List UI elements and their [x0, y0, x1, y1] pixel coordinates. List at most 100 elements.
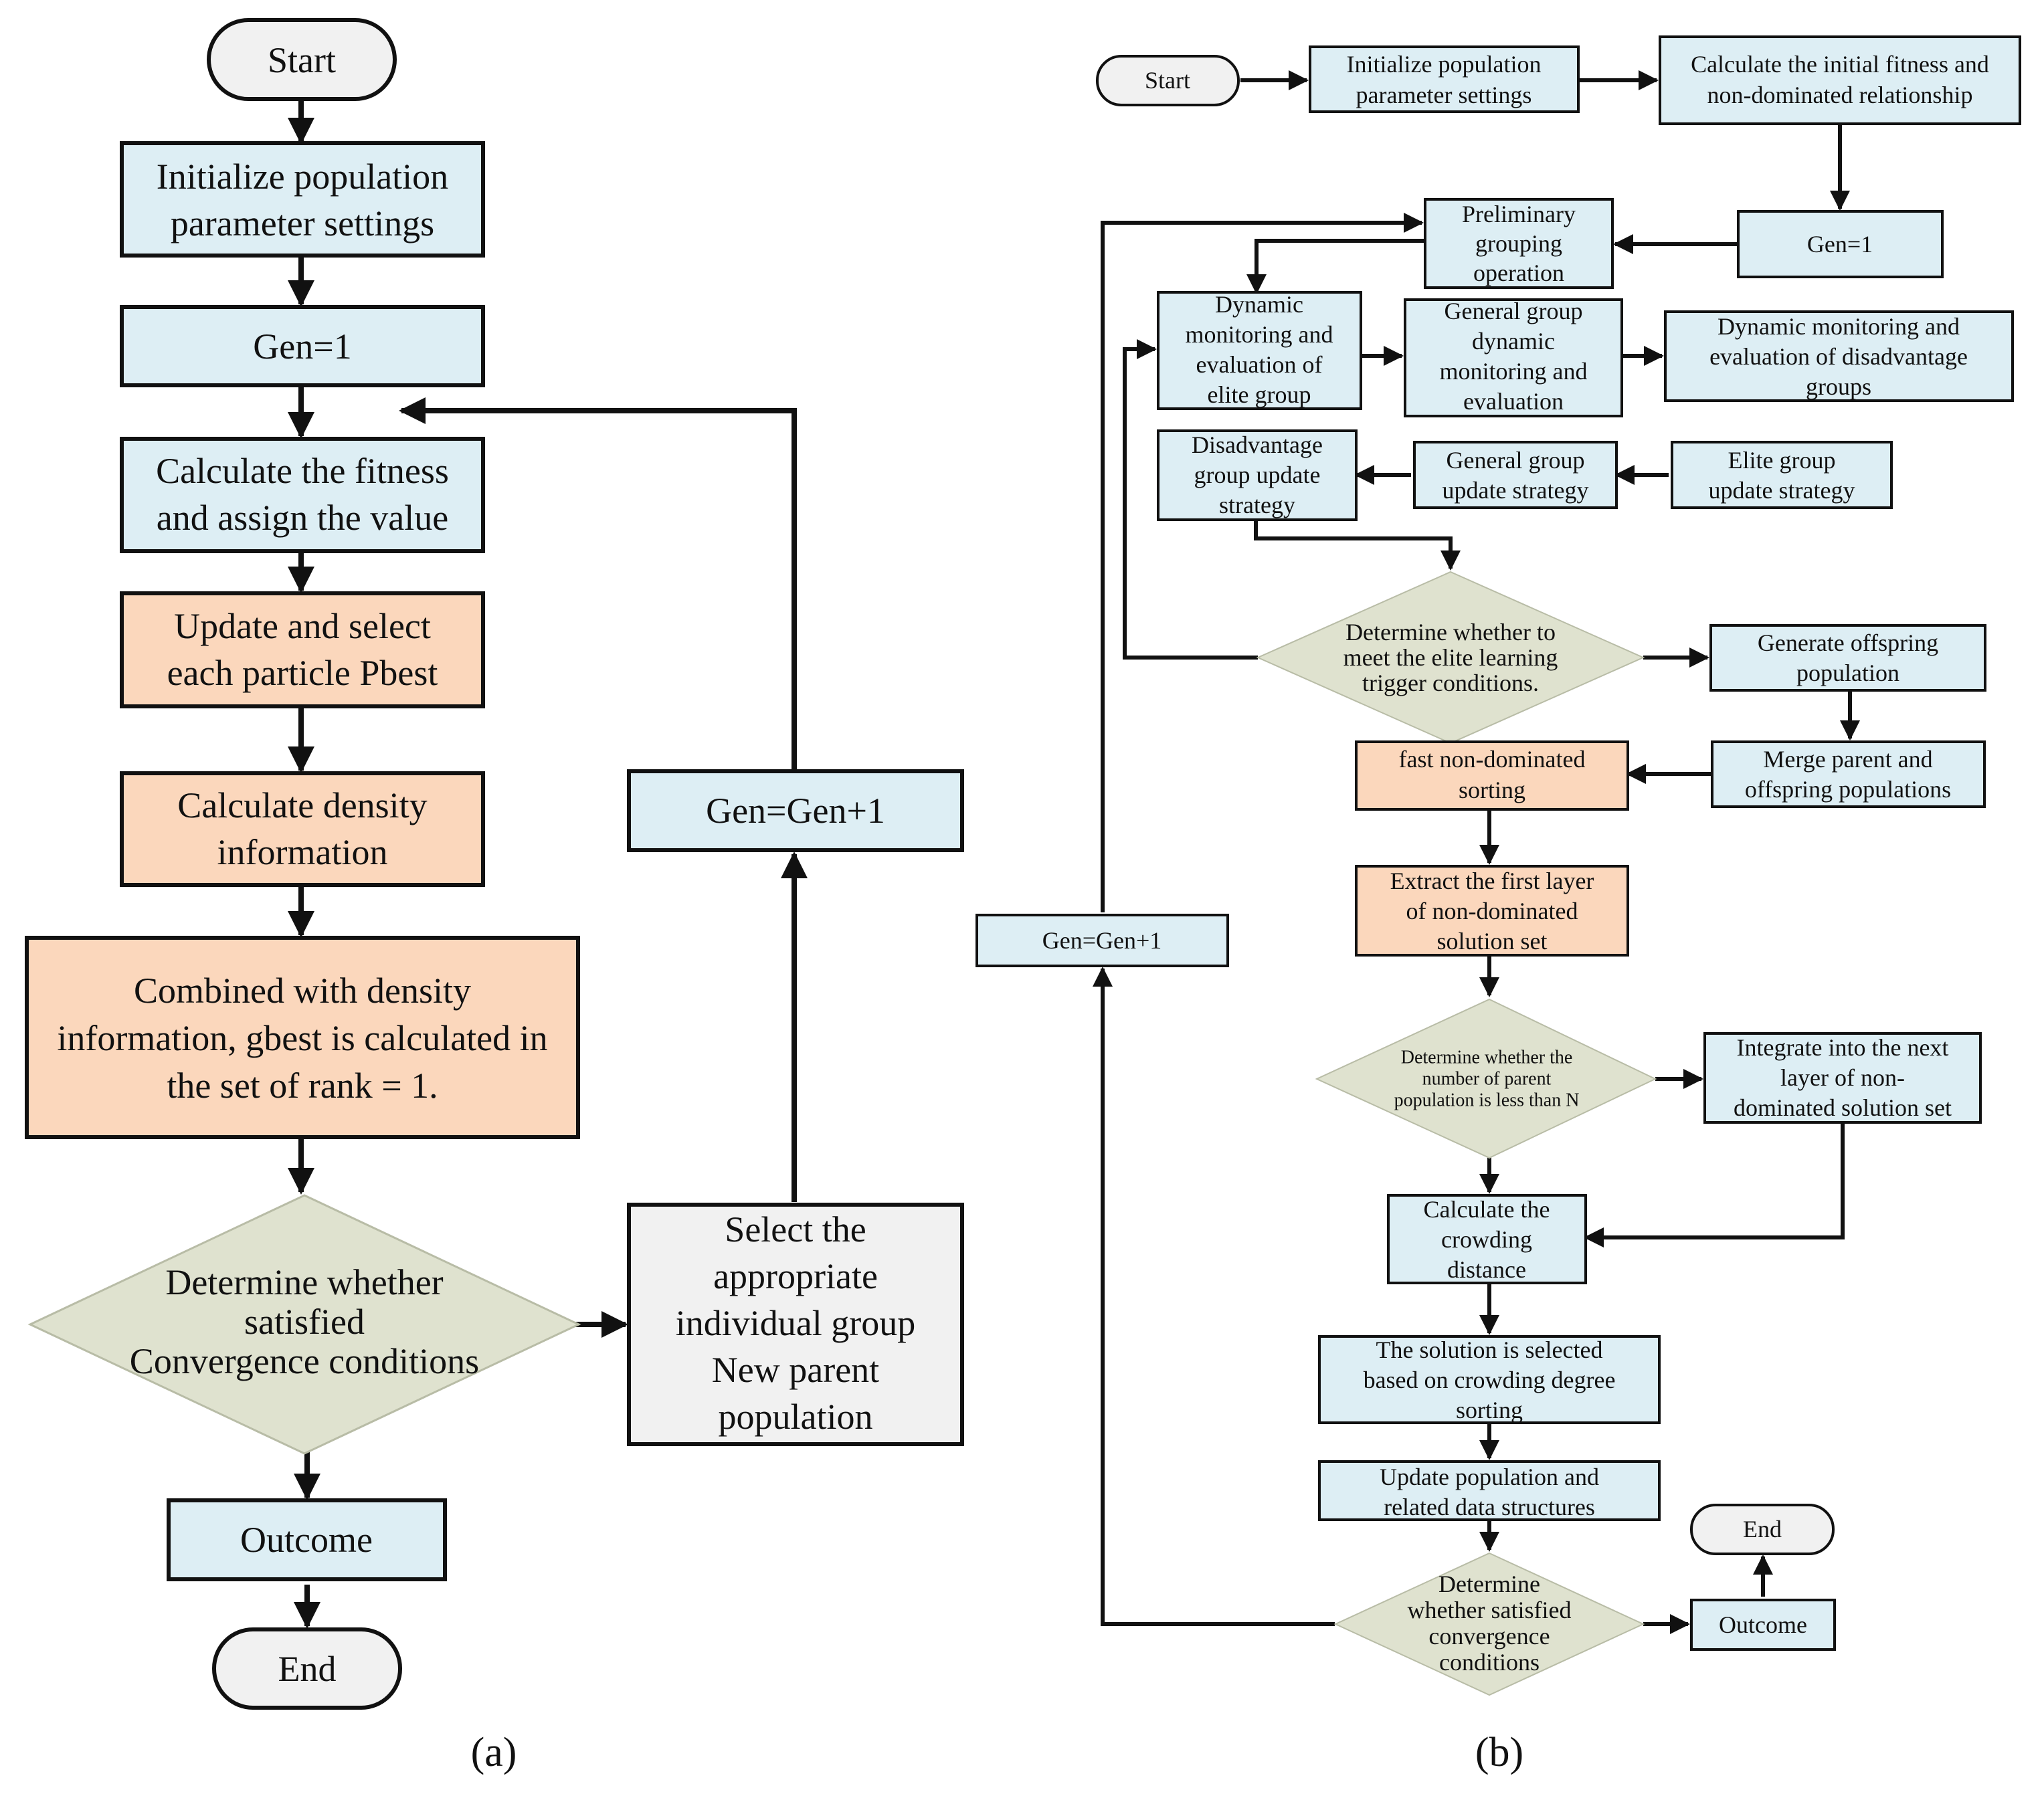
b-elite-monitor-label-4: elite group [1208, 381, 1311, 408]
b-elite-monitor-label-1: Dynamic [1215, 291, 1303, 318]
b-general-update-box [1413, 441, 1618, 509]
a-select-label-3: individual group [676, 1303, 915, 1343]
b-general-monitor-label-2: dynamic [1472, 328, 1555, 355]
a-select-label-2: appropriate [713, 1256, 878, 1296]
b-disadv-update-label-2: group update [1194, 462, 1321, 488]
b-offspring-label-1: Generate offspring [1758, 629, 1938, 656]
b-merge-label-2: offspring populations [1745, 776, 1951, 803]
b-crowding-label-1: Calculate the [1424, 1196, 1550, 1223]
panel-a: Start Initialize population parameter se… [25, 18, 964, 1775]
b-start-terminal [1096, 55, 1240, 106]
b-elite-update-box [1671, 441, 1893, 509]
b-update-label-1: Update population and [1380, 1464, 1599, 1490]
b-general-update-label-1: General group [1447, 447, 1585, 474]
b-fast-sort-label-1: fast non-dominated [1399, 746, 1586, 773]
a-select-label-5: population [719, 1397, 873, 1437]
b-parent-size-decision [1315, 998, 1657, 1159]
a-density-label-1: Calculate density [177, 785, 427, 825]
b-disadv-update-box [1157, 429, 1358, 521]
a-pbest-label-2: each particle Pbest [167, 653, 438, 693]
a-gen-increment-label: Gen=Gen+1 [706, 791, 885, 831]
b-init-fitness-label-2: non-dominated relationship [1707, 82, 1973, 108]
b-gen1-label: Gen=1 [1807, 231, 1873, 258]
b-init-label-1: Initialize population [1347, 51, 1542, 78]
a-decision-label-1: Determine whether [165, 1262, 443, 1302]
a-init-label-2: parameter settings [171, 203, 434, 243]
panel-a-connectors [288, 100, 808, 1629]
a-gbest-label-1: Combined with density [134, 971, 471, 1011]
b-fast-sort-label-2: sorting [1459, 777, 1525, 803]
b-fast-sort-box [1355, 740, 1629, 811]
b-merge-label-1: Merge parent and [1763, 746, 1932, 773]
a-gbest-label-2: information, gbest is calculated in [57, 1018, 547, 1058]
a-caption: (a) [471, 1730, 517, 1775]
b-crowding-box [1387, 1194, 1587, 1284]
a-fitness-box [120, 437, 485, 553]
b-selected-label-1: The solution is selected [1376, 1336, 1603, 1363]
b-end-label: End [1743, 1516, 1782, 1542]
a-start-label: Start [268, 40, 336, 80]
a-decision-label-3: Convergence conditions [130, 1341, 479, 1381]
b-init-label-2: parameter settings [1356, 82, 1532, 108]
a-init-label-1: Initialize population [157, 157, 448, 197]
a-outcome-label: Outcome [240, 1520, 373, 1560]
b-general-monitor-box [1404, 298, 1623, 417]
a-gen1-label: Gen=1 [253, 326, 351, 367]
b-extract-label-2: of non-dominated [1406, 898, 1578, 924]
b-start-label: Start [1145, 67, 1190, 94]
b-elite-decision-label-3: trigger conditions. [1362, 670, 1539, 696]
b-integrate-label-3: dominated solution set [1734, 1094, 1952, 1121]
b-disadv-update-label-1: Disadvantage [1192, 431, 1323, 458]
a-outcome-box [167, 1498, 447, 1581]
b-outcome-box [1690, 1599, 1836, 1651]
b-gen-increment-box [975, 914, 1229, 967]
b-elite-monitor-label-2: monitoring and [1186, 321, 1333, 348]
b-selected-box [1318, 1335, 1661, 1424]
b-general-monitor-label-4: evaluation [1463, 388, 1564, 415]
a-fitness-label-1: Calculate the fitness [156, 451, 449, 491]
b-integrate-box [1703, 1032, 1982, 1124]
b-init-fitness-box [1659, 35, 2021, 125]
a-pbest-label-1: Update and select [174, 606, 431, 646]
a-decision-label-2: satisfied [244, 1302, 365, 1342]
b-grouping-label-3: operation [1473, 260, 1564, 286]
a-gen-increment-box [627, 769, 964, 852]
a-density-box [120, 771, 485, 887]
b-gen-increment-label: Gen=Gen+1 [1042, 927, 1162, 954]
b-disadv-monitor-label-1: Dynamic monitoring and [1717, 313, 1960, 340]
b-caption: (b) [1475, 1730, 1523, 1775]
b-gen1-box [1737, 210, 1944, 278]
b-extract-box [1355, 865, 1629, 957]
b-general-update-label-2: update strategy [1443, 477, 1589, 504]
b-merge-box [1711, 740, 1986, 808]
b-conv-decision-label-1: Determine [1438, 1571, 1540, 1597]
b-disadv-update-label-3: strategy [1219, 492, 1295, 518]
a-gen1-box [120, 305, 485, 387]
b-crowding-label-3: distance [1447, 1256, 1526, 1283]
b-disadv-monitor-box [1664, 310, 2014, 402]
b-elite-monitor-label-3: evaluation of [1196, 351, 1323, 378]
b-outcome-label: Outcome [1719, 1611, 1807, 1638]
a-select-label-1: Select the [725, 1209, 866, 1250]
a-pbest-box [120, 591, 485, 708]
b-disadv-monitor-label-3: groups [1806, 373, 1871, 400]
b-conv-decision-label-2: whether satisfied [1408, 1597, 1572, 1623]
b-elite-decision-label-2: meet the elite learning [1343, 644, 1558, 671]
b-parent-decision-label-3: population is less than N [1394, 1090, 1580, 1111]
a-convergence-decision [27, 1194, 581, 1455]
b-disadv-monitor-label-2: evaluation of disadvantage [1709, 343, 1968, 370]
panel-b-connectors [1093, 70, 1860, 1634]
b-grouping-box [1424, 198, 1614, 289]
a-end-terminal [212, 1627, 402, 1710]
b-elite-decision-label-1: Determine whether to [1345, 619, 1556, 645]
a-fitness-label-2: and assign the value [157, 498, 448, 538]
a-select-label-4: New parent [712, 1350, 879, 1390]
a-gbest-label-3: the set of rank = 1. [167, 1066, 438, 1106]
b-conv-decision-label-4: conditions [1439, 1649, 1540, 1676]
b-extract-label-3: solution set [1436, 928, 1547, 955]
a-density-label-2: information [217, 832, 388, 872]
b-extract-label-1: Extract the first layer [1390, 868, 1594, 894]
panel-b: Start Initialize population parameter se… [975, 35, 2021, 1775]
b-elite-monitor-box [1157, 291, 1362, 410]
b-crowding-label-2: crowding [1441, 1226, 1532, 1253]
